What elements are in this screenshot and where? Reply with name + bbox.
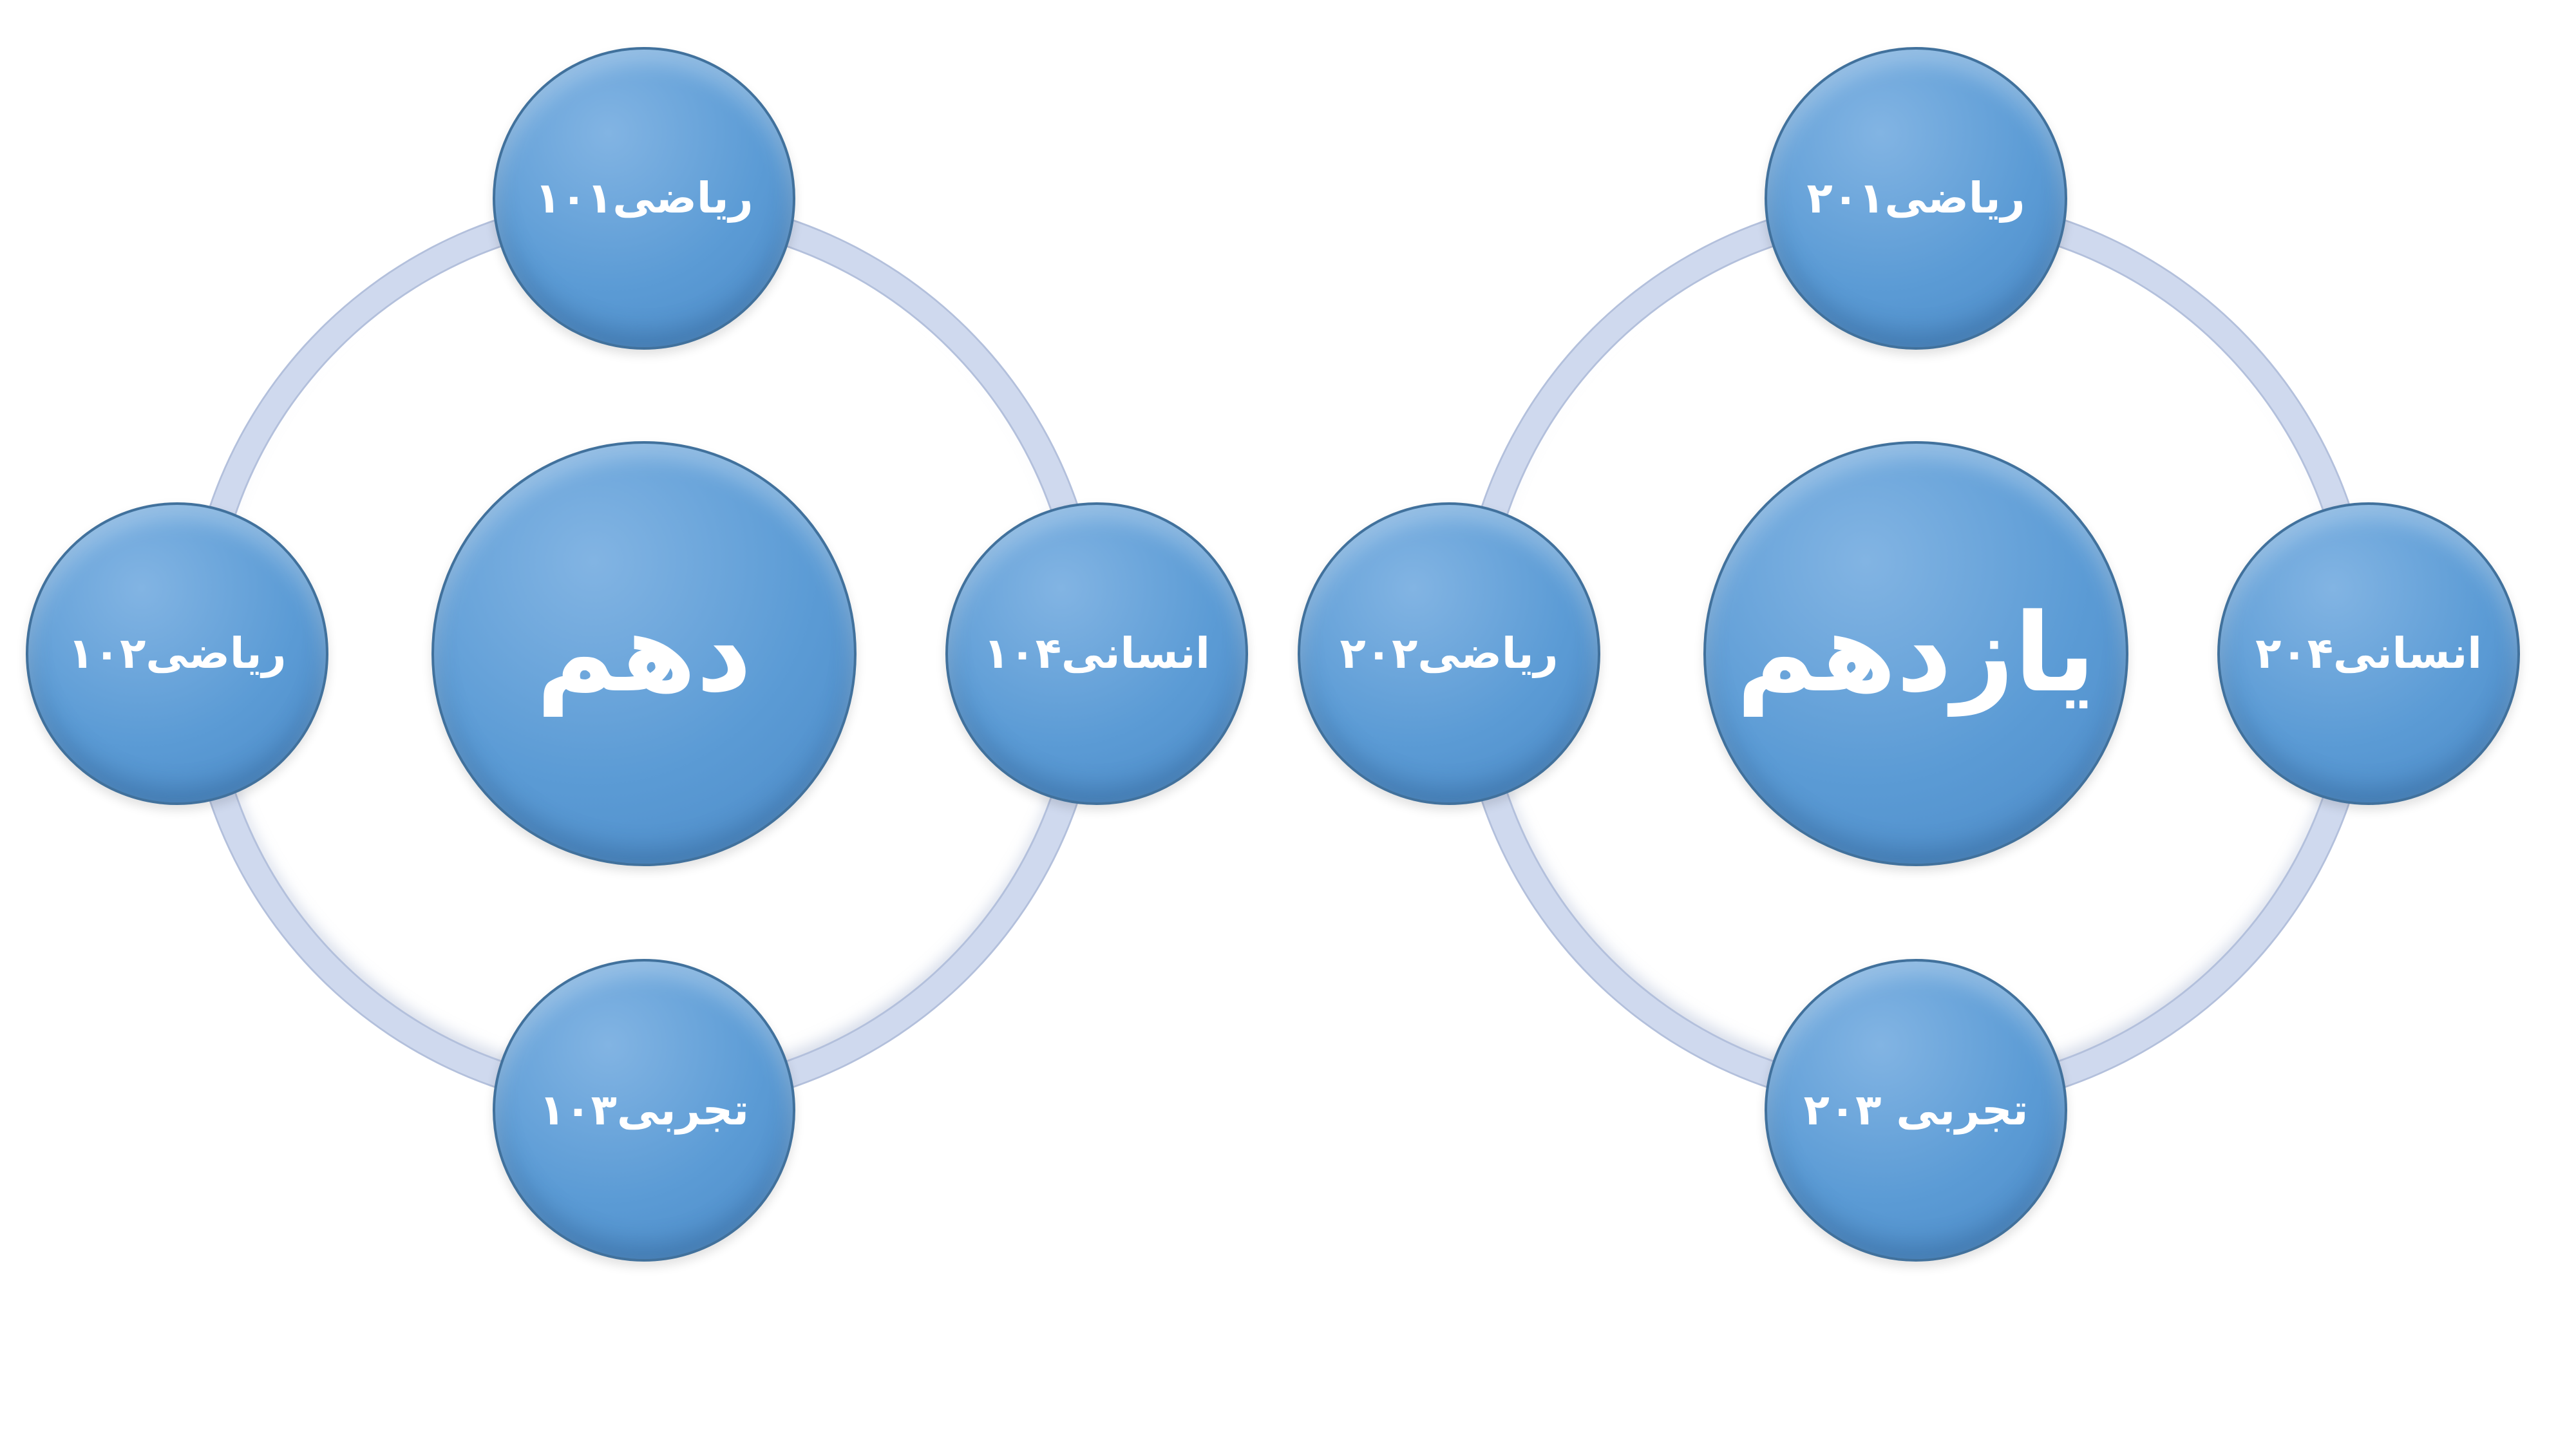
center-node-grade-11: یازدهم — [1703, 441, 2128, 866]
node-math-101: ریاضی۱۰۱ — [493, 47, 795, 350]
node-math-202: ریاضی۲۰۲ — [1298, 502, 1600, 805]
cycle-diagram-grade-11: ریاضی۲۰۱ ریاضی۲۰۲ انسانی۲۰۴ تجربی ۲۰۳ یا… — [1288, 39, 2544, 1417]
node-label: ریاضی۱۰۱ — [535, 173, 753, 223]
node-experimental-103: تجربی۱۰۳ — [493, 959, 795, 1262]
node-label: انسانی۲۰۴ — [2255, 629, 2482, 679]
center-label: دهم — [536, 590, 752, 717]
node-label: تجربی ۲۰۳ — [1803, 1085, 2029, 1135]
center-node-grade-10: دهم — [431, 441, 857, 866]
node-experimental-203: تجربی ۲۰۳ — [1765, 959, 2067, 1262]
node-label: ریاضی۲۰۲ — [1340, 629, 1558, 679]
node-math-201: ریاضی۲۰۱ — [1765, 47, 2067, 350]
center-label: یازدهم — [1736, 590, 2096, 717]
cycle-diagram-grade-10: ریاضی۱۰۱ ریاضی۱۰۲ انسانی۱۰۴ تجربی۱۰۳ دهم — [16, 39, 1272, 1417]
node-humanities-204: انسانی۲۰۴ — [2217, 502, 2520, 805]
node-label: ریاضی۱۰۲ — [68, 629, 287, 679]
node-math-102: ریاضی۱۰۲ — [26, 502, 328, 805]
node-label: تجربی۱۰۳ — [539, 1085, 749, 1135]
node-label: انسانی۱۰۴ — [983, 629, 1210, 679]
node-label: ریاضی۲۰۱ — [1806, 173, 2025, 223]
node-humanities-104: انسانی۱۰۴ — [945, 502, 1248, 805]
